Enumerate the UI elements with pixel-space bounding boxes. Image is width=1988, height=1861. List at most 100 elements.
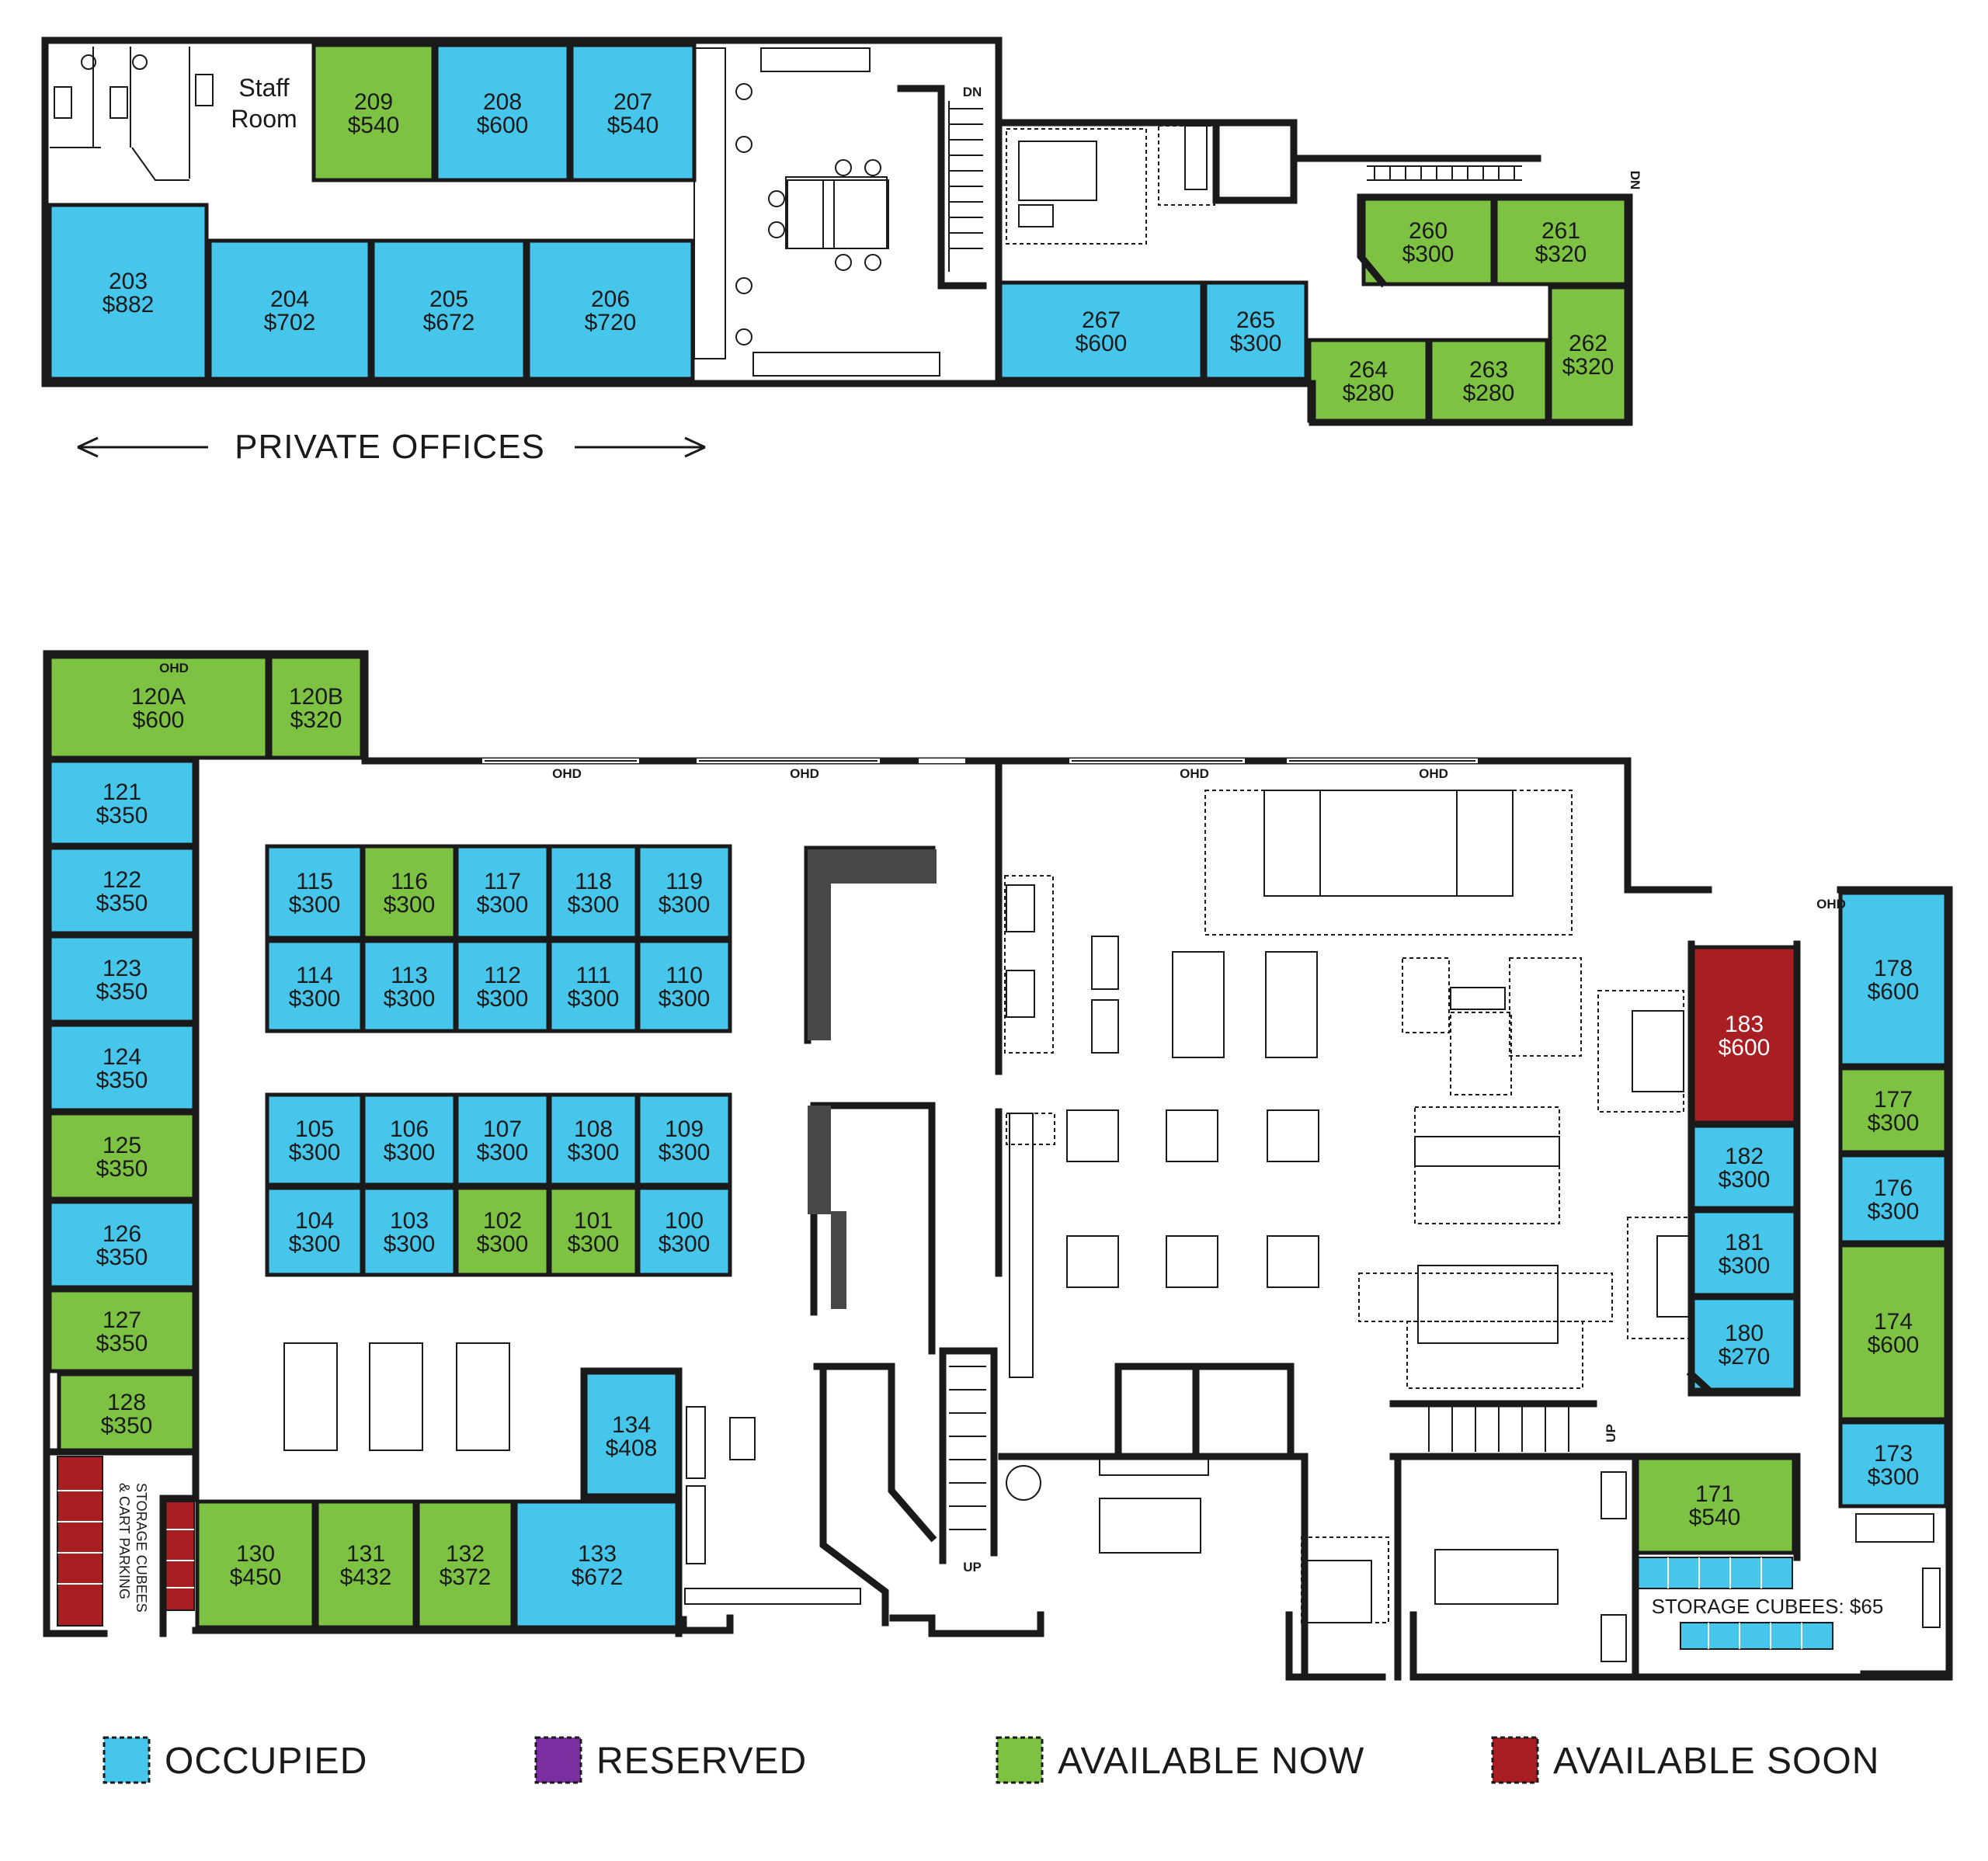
unit-181[interactable]	[1689, 1209, 1799, 1297]
legend-swatch-available-now	[996, 1736, 1044, 1784]
unit-price-261: $320	[1535, 241, 1587, 267]
ohd-label-120a: OHD	[159, 661, 189, 675]
unit-113[interactable]	[361, 939, 457, 1033]
unit-price-111: $300	[568, 986, 620, 1012]
unit-price-116: $300	[384, 892, 436, 918]
unit-208[interactable]	[434, 43, 571, 182]
unit-132[interactable]	[415, 1499, 515, 1630]
unit-number-116: 116	[391, 869, 428, 894]
unit-262[interactable]	[1548, 285, 1628, 423]
unit-119[interactable]	[636, 844, 732, 940]
unit-price-117: $300	[477, 892, 529, 918]
svg-text:PRIVATE OFFICES: PRIVATE OFFICES	[235, 428, 545, 466]
unit-133[interactable]	[513, 1499, 681, 1630]
unit-131[interactable]	[315, 1499, 417, 1630]
unit-182[interactable]	[1689, 1123, 1799, 1210]
unit-173[interactable]	[1838, 1420, 1948, 1509]
unit-number-123: 123	[103, 956, 141, 981]
unit-price-114: $300	[289, 986, 341, 1012]
unit-price-180: $270	[1719, 1344, 1771, 1370]
unit-105[interactable]	[265, 1092, 364, 1187]
unit-183[interactable]	[1689, 945, 1799, 1125]
unit-price-106: $300	[384, 1140, 436, 1165]
unit-114[interactable]	[265, 939, 364, 1033]
unit-price-267: $600	[1076, 331, 1128, 356]
unit-118[interactable]	[547, 844, 639, 940]
unit-price-183: $600	[1719, 1035, 1771, 1061]
unit-number-134: 134	[612, 1412, 651, 1438]
legend-label-reserved: RESERVED	[596, 1741, 807, 1782]
unit-174[interactable]	[1838, 1243, 1948, 1422]
unit-number-111: 111	[575, 963, 611, 988]
staff-room-label-line1: Staff	[238, 74, 289, 102]
unit-price-206: $720	[585, 310, 637, 335]
ohd-label-5: OHD	[1816, 897, 1846, 911]
unit-123[interactable]	[47, 934, 196, 1024]
legend-label-available-soon: AVAILABLE SOON	[1553, 1741, 1879, 1782]
storage-cubees-price-label: STORAGE CUBEES: $65	[1652, 1595, 1884, 1618]
unit-205[interactable]	[370, 238, 527, 381]
unit-103[interactable]	[361, 1186, 457, 1277]
unit-price-171: $540	[1689, 1505, 1741, 1530]
unit-102[interactable]	[454, 1186, 551, 1277]
unit-number-113: 113	[391, 963, 428, 988]
unit-108[interactable]	[547, 1092, 639, 1187]
unit-209[interactable]	[311, 43, 436, 182]
unit-number-130: 130	[236, 1541, 275, 1567]
unit-109[interactable]	[636, 1092, 732, 1187]
unit-number-180: 180	[1725, 1321, 1764, 1346]
unit-128[interactable]	[57, 1372, 196, 1454]
unit-117[interactable]	[454, 844, 551, 940]
unit-116[interactable]	[361, 844, 457, 940]
storage-cart-label-line2: & CART PARKING	[116, 1483, 132, 1599]
unit-price-126: $350	[96, 1245, 148, 1270]
unit-206[interactable]	[526, 238, 695, 381]
unit-100[interactable]	[636, 1186, 732, 1277]
unit-number-264: 264	[1349, 357, 1388, 383]
unit-number-118: 118	[575, 869, 612, 894]
unit-number-110: 110	[666, 963, 703, 988]
unit-price-108: $300	[568, 1140, 620, 1165]
unit-263[interactable]	[1428, 338, 1549, 423]
unit-207[interactable]	[569, 43, 697, 182]
unit-112[interactable]	[454, 939, 551, 1033]
unit-number-121: 121	[103, 779, 141, 805]
ohd-label-4: OHD	[1419, 766, 1448, 781]
unit-number-265: 265	[1236, 307, 1275, 333]
unit-number-122: 122	[103, 867, 141, 893]
stair-up-label-2: UP	[1604, 1424, 1618, 1443]
legend-label-occupied: OCCUPIED	[165, 1741, 367, 1782]
unit-number-171: 171	[1695, 1481, 1734, 1507]
unit-number-208: 208	[483, 89, 522, 115]
unit-104[interactable]	[265, 1186, 364, 1277]
unit-number-132: 132	[446, 1541, 485, 1567]
unit-number-209: 209	[354, 89, 393, 115]
unit-price-119: $300	[659, 892, 711, 918]
unit-price-107: $300	[477, 1140, 529, 1165]
unit-204[interactable]	[207, 238, 372, 381]
unit-265[interactable]	[1203, 280, 1309, 381]
unit-number-104: 104	[295, 1208, 334, 1234]
unit-price-124: $350	[96, 1068, 148, 1093]
unit-price-113: $300	[384, 986, 436, 1012]
unit-price-121: $350	[96, 803, 148, 828]
unit-203[interactable]	[47, 203, 209, 381]
upper-stair-down-label: DN	[963, 85, 982, 99]
storage-cart-label-line1: STORAGE CUBEES	[134, 1483, 149, 1613]
unit-price-181: $300	[1719, 1253, 1771, 1279]
unit-number-207: 207	[613, 89, 652, 115]
unit-number-102: 102	[483, 1208, 522, 1234]
unit-number-262: 262	[1569, 331, 1607, 356]
unit-111[interactable]	[547, 939, 639, 1033]
unit-110[interactable]	[636, 939, 732, 1033]
unit-price-260: $300	[1402, 241, 1455, 267]
unit-number-119: 119	[666, 869, 703, 894]
unit-number-131: 131	[346, 1541, 385, 1567]
unit-number-127: 127	[103, 1307, 141, 1333]
unit-price-115: $300	[289, 892, 341, 918]
unit-price-100: $300	[659, 1231, 711, 1257]
unit-115[interactable]	[265, 844, 364, 940]
unit-number-181: 181	[1725, 1230, 1764, 1255]
unit-176[interactable]	[1838, 1153, 1948, 1245]
unit-107[interactable]	[454, 1092, 551, 1187]
